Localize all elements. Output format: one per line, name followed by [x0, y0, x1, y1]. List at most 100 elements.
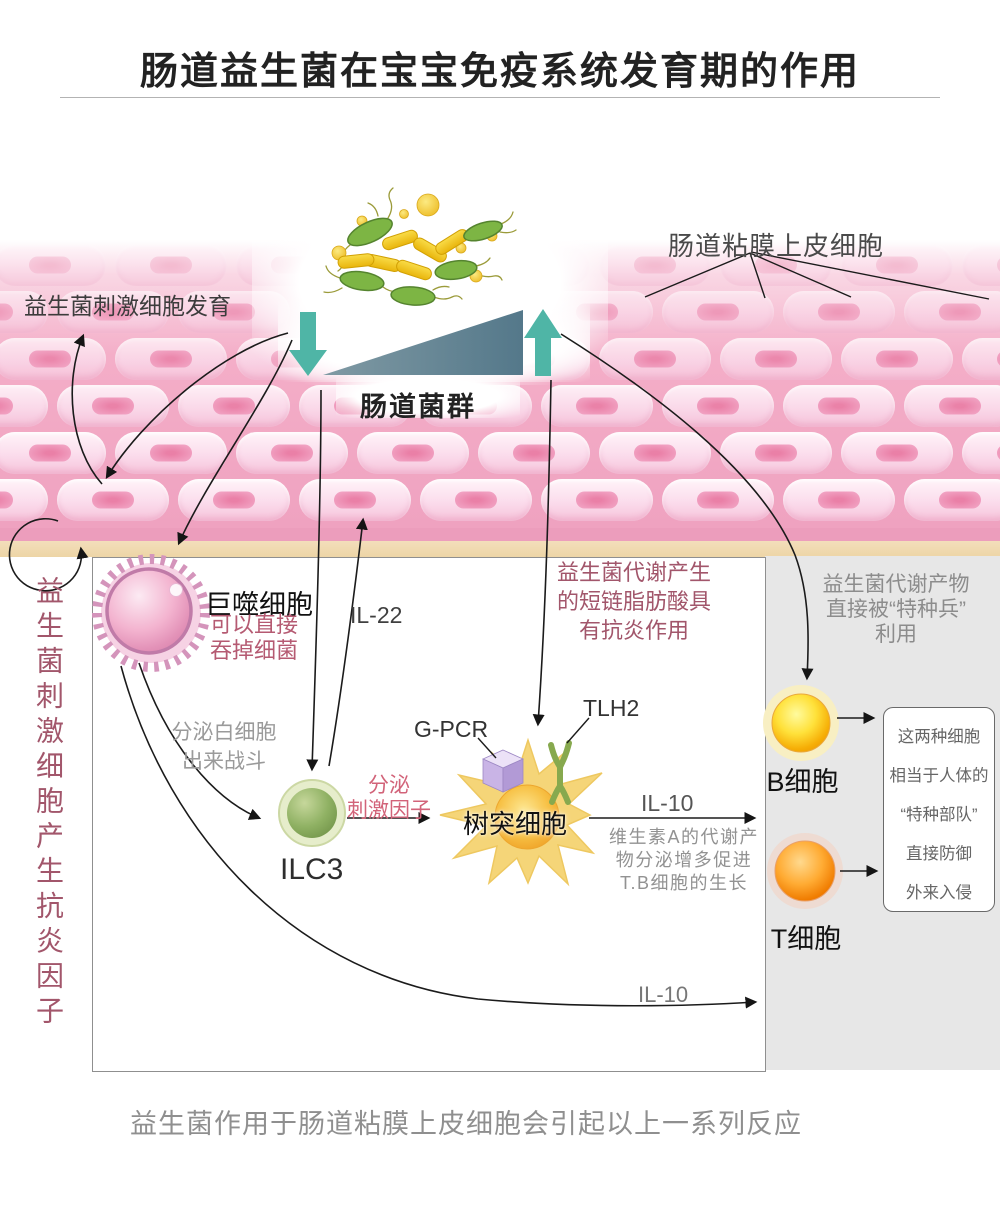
- arrow-stimulate-up: [71, 333, 103, 485]
- macrophage-cell: [92, 554, 210, 672]
- arrow-il22-up: [328, 517, 368, 767]
- antiinflammatory-vertical-note: 益生菌刺激细胞产生抗炎因子: [33, 576, 64, 1031]
- metabolite-line3: 利用: [875, 623, 917, 646]
- epithelium-label: 肠道粘膜上皮细胞: [668, 231, 885, 261]
- flow-arrows: [8, 332, 879, 1009]
- scfa-line1: 益生菌代谢产生: [556, 560, 711, 585]
- epithelial-cell: [720, 432, 832, 474]
- epithelial-cell: [0, 291, 48, 333]
- special-forces-box-text: 这两种细胞 相当于人体的 “特种部队” 直接防御 外来入侵: [884, 708, 994, 913]
- epithelial-cell: [962, 244, 1000, 286]
- macrophage-note-line1: 可以直接: [210, 612, 299, 637]
- mucosa-strip: [0, 528, 1000, 541]
- epithelial-cell: [57, 479, 169, 521]
- epithelial-cell: [962, 338, 1000, 380]
- epithelial-cell: [0, 432, 106, 474]
- green-bacteria: [339, 217, 503, 306]
- epithelial-cell: [662, 291, 774, 333]
- epithelial-cell: [57, 385, 169, 427]
- secrete-wbc-line1: 分泌白细胞: [171, 721, 277, 744]
- arrow-macrophage-to-ilc3: [138, 662, 262, 820]
- down-arrow-icon: [289, 312, 327, 376]
- metabolite-line1: 益生菌代谢产物: [822, 573, 970, 596]
- ilc3-cell: [278, 779, 346, 847]
- scfa-line2: 的短链脂肪酸具: [556, 589, 711, 614]
- tlh2-label: TLH2: [583, 695, 640, 721]
- epithelial-cell: [599, 244, 711, 286]
- box-line4: 直接防御: [906, 845, 972, 863]
- epithelial-cell: [57, 291, 169, 333]
- epithelial-cell: [841, 432, 953, 474]
- secrete-factor-note: 分泌 刺激因子: [343, 773, 435, 823]
- epithelial-cell: [783, 479, 895, 521]
- secrete-factor-line2: 刺激因子: [347, 799, 431, 822]
- arrow-scfa-down: [532, 379, 552, 727]
- vitamin-line3: T.B细胞的生长: [619, 873, 748, 893]
- arrow-metabolite-to-bcell: [560, 333, 814, 681]
- t-cell: [767, 833, 843, 909]
- epithelial-cell: [0, 385, 48, 427]
- t-cell-label: T细胞: [770, 924, 842, 954]
- epithelial-cell: [962, 432, 1000, 474]
- gradient-wedge: [323, 310, 523, 375]
- il10-bottom-label: IL-10: [638, 982, 689, 1007]
- epithelial-cell: [0, 244, 106, 286]
- epithelial-cell: [236, 432, 348, 474]
- bottom-caption: 益生菌作用于肠道粘膜上皮细胞会引起以上一系列反应: [130, 1109, 802, 1139]
- b-cell-label: B细胞: [766, 767, 839, 797]
- macrophage-note: 可以直接 吞掉细菌: [210, 612, 298, 664]
- title-divider: [60, 97, 940, 98]
- epithelial-cell: [720, 338, 832, 380]
- gut-flora-label: 肠道菌群: [360, 392, 476, 422]
- pointer-lines: [477, 251, 990, 759]
- epithelial-cell: [541, 385, 653, 427]
- epithelial-cell: [904, 385, 1000, 427]
- tlh2-receptor-icon: [548, 740, 572, 805]
- epithelium-row: [0, 432, 1000, 474]
- epithelial-cell: [841, 338, 953, 380]
- arrow-flora-to-cell: [105, 332, 289, 480]
- epithelial-cell: [115, 432, 227, 474]
- gpcr-label: G-PCR: [414, 716, 489, 742]
- epithelial-cell: [599, 432, 711, 474]
- scfa-note: 益生菌代谢产生 的短链脂肪酸具 有抗炎作用: [548, 558, 720, 645]
- epithelial-cell: [178, 385, 290, 427]
- epithelial-cell: [904, 479, 1000, 521]
- epithelial-cell: [357, 432, 469, 474]
- il22-label: IL-22: [350, 602, 403, 628]
- box-line2: 相当于人体的: [889, 767, 989, 785]
- epithelial-cell: [662, 479, 774, 521]
- arrow-antiinflammatory-loop: [8, 518, 89, 592]
- scfa-line3: 有抗炎作用: [578, 618, 689, 643]
- secrete-factor-line1: 分泌: [368, 774, 410, 797]
- basement-membrane-strip: [0, 541, 1000, 557]
- epithelial-cell: [420, 479, 532, 521]
- secrete-wbc-line2: 出来战斗: [182, 750, 266, 773]
- epithelium-row: [0, 479, 1000, 521]
- vitamin-line1: 维生素A的代谢产: [608, 827, 759, 847]
- special-forces-box: 这两种细胞 相当于人体的 “特种部队” 直接防御 外来入侵: [883, 707, 995, 912]
- ilc3-label: ILC3: [280, 853, 344, 886]
- up-arrow-icon: [524, 309, 562, 376]
- epithelial-cell: [841, 244, 953, 286]
- vitamin-line2: 物分泌增多促进: [615, 850, 753, 870]
- epithelial-cell: [115, 244, 227, 286]
- box-line3: “特种部队”: [900, 806, 978, 824]
- epithelial-cell: [662, 385, 774, 427]
- gpcr-receptor-icon: [482, 749, 524, 793]
- box-line1: 这两种细胞: [897, 728, 981, 746]
- macrophage-label: 巨噬细胞: [205, 590, 313, 620]
- epithelial-cell: [0, 338, 106, 380]
- arrow-to-ilc3: [306, 389, 322, 772]
- b-cell: [763, 685, 839, 761]
- epithelial-cell: [783, 385, 895, 427]
- metabolite-note: 益生菌代谢产物 直接被“特种兵” 利用: [793, 572, 999, 647]
- secrete-wbc-note: 分泌白细胞 出来战斗: [158, 718, 290, 776]
- metabolite-line2: 直接被“特种兵”: [826, 598, 966, 621]
- box-line5: 外来入侵: [906, 884, 972, 902]
- vitamin-a-note: 维生素A的代谢产 物分泌增多促进 T.B细胞的生长: [593, 826, 775, 895]
- epithelial-cell: [299, 479, 411, 521]
- epithelium-row: [0, 385, 1000, 427]
